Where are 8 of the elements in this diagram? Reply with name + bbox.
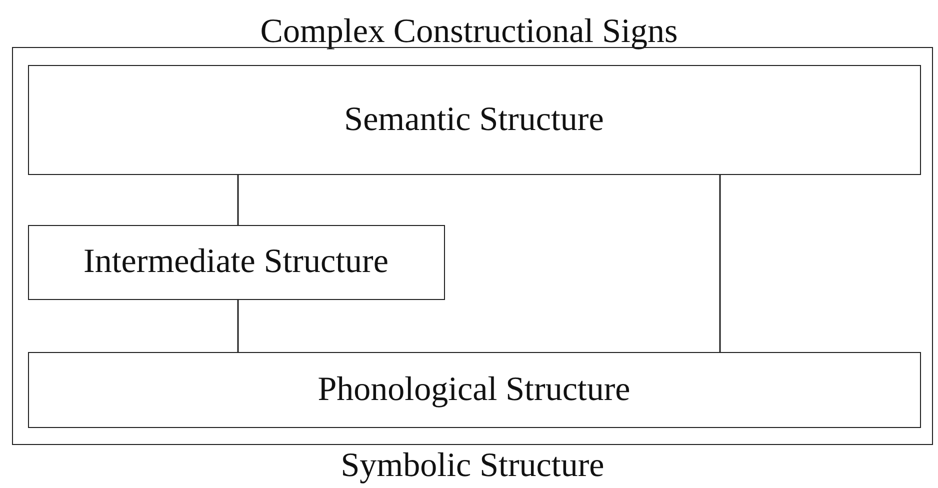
connector-line — [237, 175, 239, 225]
connector-line — [237, 300, 239, 352]
diagram-title: Complex Constructional Signs — [259, 12, 679, 52]
connector-line — [719, 175, 721, 352]
structure-box: Phonological Structure — [28, 352, 920, 428]
structure-box: Semantic Structure — [28, 64, 920, 174]
box-label: Symbolic Structure — [340, 446, 606, 486]
structure-box: Intermediate Structure — [28, 224, 444, 300]
